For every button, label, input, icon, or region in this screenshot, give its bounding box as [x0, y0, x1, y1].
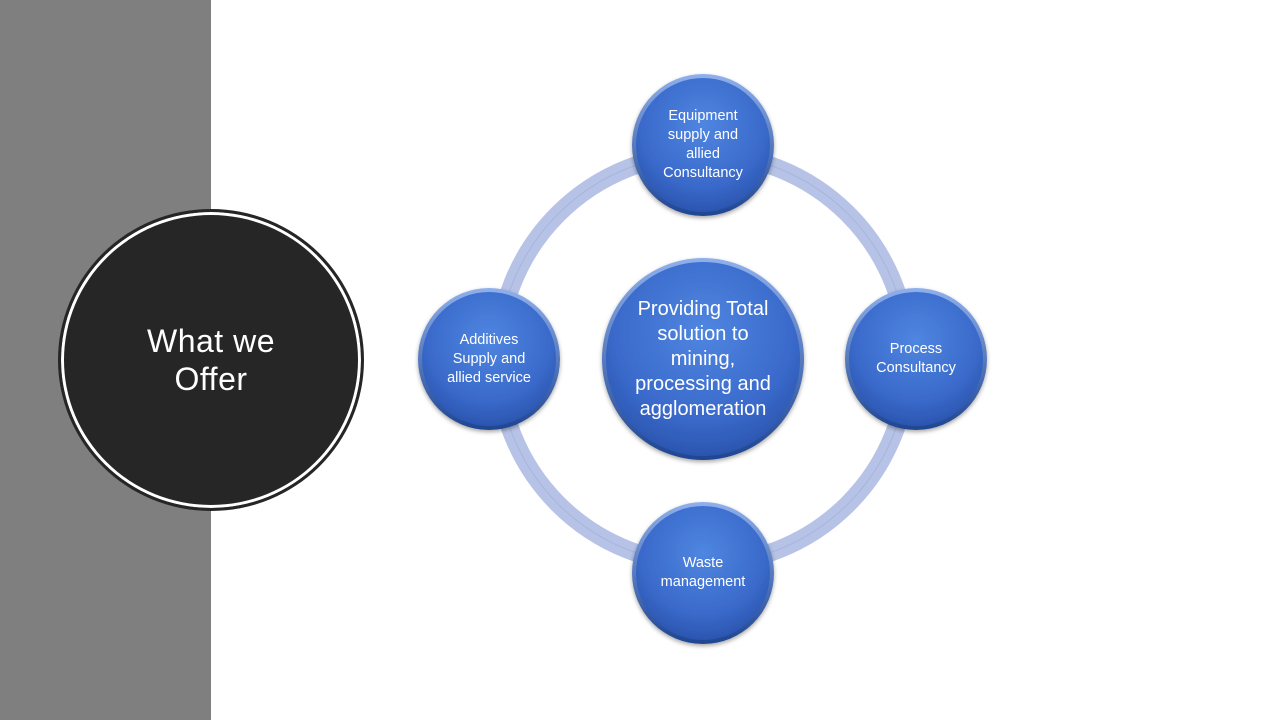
title-line-1: What we	[147, 323, 275, 359]
title-text: What we Offer	[111, 322, 311, 398]
node-waste-management	[632, 502, 774, 644]
node-additives-supply	[418, 288, 560, 430]
node-equipment-supply	[632, 74, 774, 216]
title-line-2: Offer	[174, 361, 248, 397]
node-process-consultancy	[845, 288, 987, 430]
title-circle: What we Offer	[58, 209, 364, 511]
center-node	[602, 258, 804, 460]
